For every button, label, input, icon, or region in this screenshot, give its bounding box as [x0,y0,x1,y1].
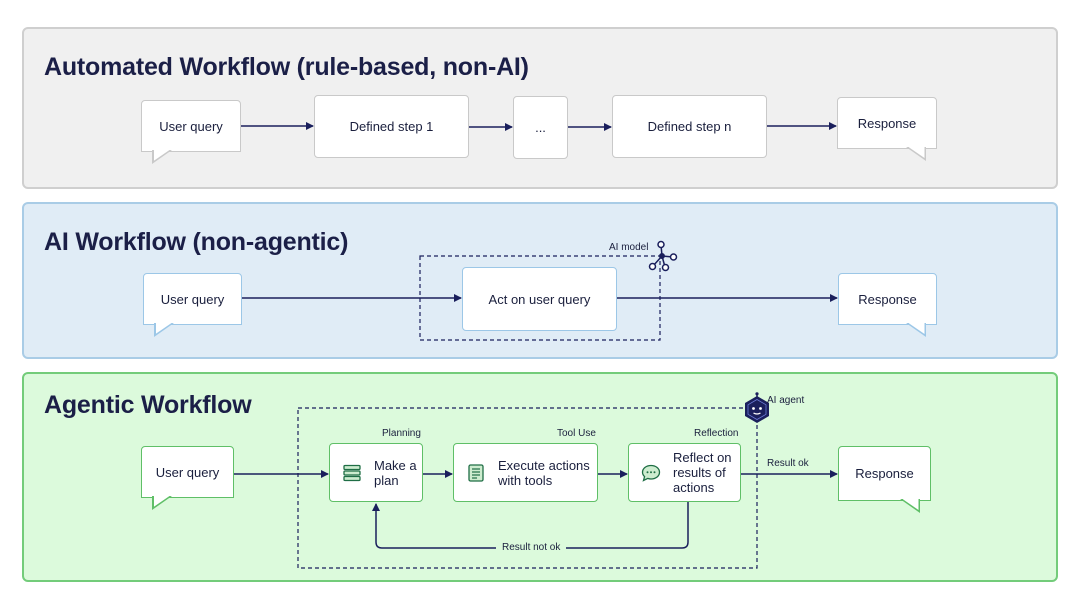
reflection-label: Reflection [694,428,739,439]
ai-agent-boundary [297,407,758,569]
automated-workflow-title: Automated Workflow (rule-based, non-AI) [44,53,529,81]
node-label: Make a plan [374,457,417,488]
network-node-icon [648,240,678,272]
ai-response-node: Response [838,273,937,337]
node-label: Defined step n [647,119,732,134]
node-label: Execute actions with tools [498,457,590,488]
make-plan-node: Make a plan [329,443,423,502]
ai-act-node: Act on user query [462,267,617,331]
agentic-response-node: Response [838,446,931,513]
node-label: User query [160,291,225,307]
reflect-node: Reflect on results of actions [628,443,741,502]
document-icon [466,463,486,483]
node-label: Defined step 1 [349,119,434,134]
chat-bubble-icon [641,463,661,483]
node-label: Response [858,291,917,307]
robot-hexagon-icon [745,392,769,423]
node-label: User query [155,464,220,480]
node-label: ... [535,120,546,135]
auto-user-query-node: User query [141,100,241,164]
execute-actions-node: Execute actions with tools [453,443,598,502]
ai-workflow-title: AI Workflow (non-agentic) [44,228,349,256]
auto-ellipsis-node: ... [513,96,568,159]
agentic-user-query-node: User query [141,446,234,510]
auto-stepn-node: Defined step n [612,95,767,158]
result-not-ok-label: Result not ok [496,542,567,553]
layers-icon [342,463,362,483]
ai-user-query-node: User query [143,273,242,337]
ai-model-label: AI model [609,242,649,253]
agentic-workflow-title: Agentic Workflow [44,391,252,419]
node-label: User query [159,118,223,134]
result-ok-label: Result ok [767,458,809,469]
tool-use-label: Tool Use [557,428,596,439]
planning-label: Planning [382,428,421,439]
auto-step1-node: Defined step 1 [314,95,469,158]
node-label: Reflect on results of actions [673,450,732,495]
ai-agent-label: AI agent [767,395,805,406]
node-label: Response [857,115,917,131]
node-label: Act on user query [488,291,591,307]
auto-response-node: Response [837,97,937,161]
node-label: Response [855,466,914,481]
